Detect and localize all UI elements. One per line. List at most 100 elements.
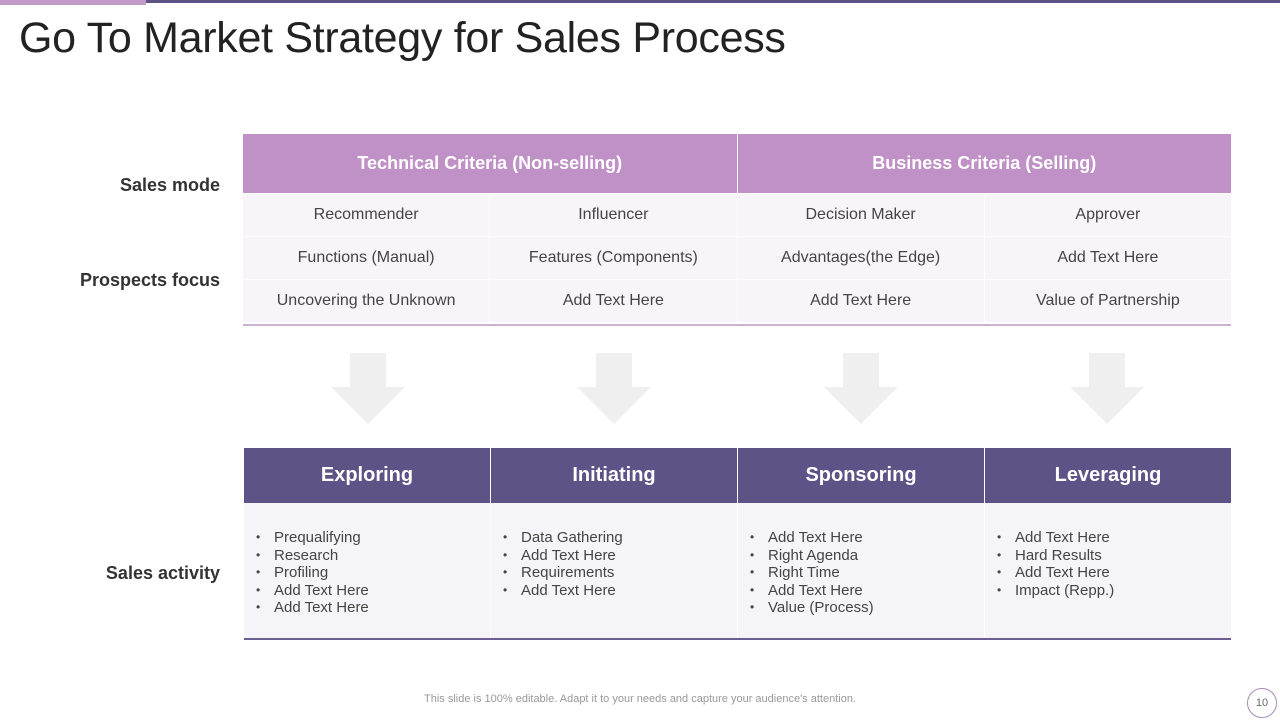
list-item: • Add Text Here bbox=[750, 582, 984, 600]
table-cell: Approver bbox=[983, 194, 1231, 236]
bullet-list: • Data Gathering • Add Text Here • Requirem… bbox=[503, 529, 737, 599]
list-item-text: Add Text Here bbox=[768, 581, 863, 599]
bullet-list: • Add Text Here • Right Agenda • Right Time… bbox=[750, 529, 984, 617]
list-item: • Add Text Here bbox=[750, 529, 984, 547]
list-item: • Add Text Here bbox=[503, 582, 737, 600]
list-item-text: Add Text Here bbox=[1015, 564, 1110, 582]
table-cell: Add Text Here bbox=[736, 280, 984, 322]
page-number: 10 bbox=[1247, 688, 1277, 718]
header-technical-criteria: Technical Criteria (Non-selling) bbox=[243, 134, 737, 193]
table-row: Uncovering the Unknown Add Text Here Add… bbox=[243, 279, 1231, 322]
stage-header-row: Exploring Initiating Sponsoring Leveragi… bbox=[244, 448, 1231, 503]
list-item-text: Prequalifying bbox=[274, 529, 361, 546]
bullet-icon: • bbox=[997, 582, 1002, 597]
table-cell: Advantages(the Edge) bbox=[736, 237, 984, 279]
down-arrow-icon bbox=[577, 353, 651, 424]
list-item: • Profiling bbox=[256, 564, 490, 582]
list-item-text: Hard Results bbox=[1015, 546, 1102, 564]
row-label-prospects-focus: Prospects focus bbox=[79, 270, 220, 290]
list-item-text: Add Text Here bbox=[521, 581, 616, 599]
sales-activity-table: Exploring Initiating Sponsoring Leveragi… bbox=[244, 448, 1231, 640]
row-label-sales-activity: Sales activity bbox=[105, 563, 220, 583]
criteria-table: Technical Criteria (Non-selling) Busines… bbox=[243, 134, 1231, 326]
list-item-text: Right Agenda bbox=[768, 546, 859, 564]
list-item: • Add Text Here bbox=[997, 529, 1231, 547]
stage-header-initiating: Initiating bbox=[490, 448, 737, 503]
list-item-text: Impact (Repp.) bbox=[1015, 581, 1115, 599]
list-item-text: Value (Process) bbox=[768, 599, 874, 617]
list-item-text: Research bbox=[274, 546, 339, 564]
list-item-text: Add Text Here bbox=[274, 581, 369, 599]
table-row: Recommender Influencer Decision Maker Ap… bbox=[243, 193, 1231, 236]
table-cell: Uncovering the Unknown bbox=[243, 280, 490, 322]
list-item: • Prequalifying bbox=[256, 529, 490, 547]
down-arrow-icon bbox=[1070, 353, 1144, 424]
list-item-text: Add Text Here bbox=[521, 546, 616, 564]
list-item-text: Add Text Here bbox=[274, 599, 369, 617]
stage-activities-sponsoring: • Add Text Here • Right Agenda • Right Time… bbox=[737, 503, 984, 638]
bullet-icon: • bbox=[503, 530, 508, 544]
top-border-line bbox=[0, 0, 1280, 3]
stage-activities-leveraging: • Add Text Here • Hard Results • Add Text H… bbox=[984, 503, 1231, 638]
bullet-icon: • bbox=[503, 547, 508, 562]
bullet-icon: • bbox=[256, 530, 261, 544]
list-item: • Add Text Here bbox=[256, 599, 490, 617]
criteria-header-row: Technical Criteria (Non-selling) Busines… bbox=[243, 134, 1231, 193]
list-item-text: Add Text Here bbox=[1015, 529, 1110, 546]
list-item: • Requirements bbox=[503, 564, 737, 582]
list-item: • Add Text Here bbox=[503, 547, 737, 565]
bullet-icon: • bbox=[256, 582, 261, 597]
down-arrow-icon bbox=[331, 353, 405, 424]
table-row: Functions (Manual) Features (Components)… bbox=[243, 236, 1231, 279]
stage-activities-exploring: • Prequalifying • Research • Profiling • Add… bbox=[244, 503, 490, 638]
table-cell: Influencer bbox=[489, 194, 737, 236]
list-item: • Research bbox=[256, 547, 490, 565]
list-item-text: Requirements bbox=[521, 564, 615, 582]
list-item-text: Add Text Here bbox=[768, 529, 863, 546]
table-cell: Functions (Manual) bbox=[243, 237, 490, 279]
bullet-icon: • bbox=[750, 565, 755, 580]
bullet-icon: • bbox=[997, 565, 1002, 580]
list-item: • Hard Results bbox=[997, 547, 1231, 565]
table-cell: Features (Components) bbox=[489, 237, 737, 279]
list-item: • Right Agenda bbox=[750, 547, 984, 565]
list-item-text: Right Time bbox=[768, 564, 840, 582]
list-item: • Add Text Here bbox=[256, 582, 490, 600]
stage-header-sponsoring: Sponsoring bbox=[737, 448, 984, 503]
table-cell: Value of Partnership bbox=[983, 280, 1231, 322]
stage-header-exploring: Exploring bbox=[244, 448, 490, 503]
list-item-text: Profiling bbox=[274, 564, 329, 582]
bullet-icon: • bbox=[750, 530, 755, 544]
bullet-icon: • bbox=[750, 582, 755, 597]
stage-activities-initiating: • Data Gathering • Add Text Here • Requirem… bbox=[490, 503, 737, 638]
stage-body-row: • Prequalifying • Research • Profiling • Add… bbox=[244, 503, 1231, 638]
top-accent-bar bbox=[0, 0, 146, 5]
header-business-criteria: Business Criteria (Selling) bbox=[736, 134, 1231, 193]
list-item: • Impact (Repp.) bbox=[997, 582, 1231, 600]
stage-header-leveraging: Leveraging bbox=[984, 448, 1231, 503]
bullet-icon: • bbox=[503, 582, 508, 597]
list-item: • Add Text Here bbox=[997, 564, 1231, 582]
table-cell: Add Text Here bbox=[489, 280, 737, 322]
list-item: • Value (Process) bbox=[750, 599, 984, 617]
bullet-icon: • bbox=[997, 547, 1002, 562]
bullet-icon: • bbox=[256, 547, 261, 562]
footer-note: This slide is 100% editable. Adapt it to… bbox=[424, 693, 856, 705]
down-arrow-icon bbox=[824, 353, 898, 424]
bullet-icon: • bbox=[997, 530, 1002, 544]
bullet-icon: • bbox=[750, 547, 755, 562]
table-cell: Recommender bbox=[243, 194, 490, 236]
table-cell: Decision Maker bbox=[736, 194, 984, 236]
row-label-sales-mode: Sales mode bbox=[119, 175, 220, 195]
bullet-list: • Prequalifying • Research • Profiling • Add… bbox=[256, 529, 490, 617]
bullet-icon: • bbox=[256, 565, 261, 580]
list-item: • Data Gathering bbox=[503, 529, 737, 547]
table-cell: Add Text Here bbox=[983, 237, 1231, 279]
list-item-text: Data Gathering bbox=[521, 529, 623, 546]
bullet-icon: • bbox=[750, 600, 755, 615]
list-item: • Right Time bbox=[750, 564, 984, 582]
bullet-icon: • bbox=[503, 565, 508, 580]
bullet-list: • Add Text Here • Hard Results • Add Text H… bbox=[997, 529, 1231, 599]
slide-title: Go To Market Strategy for Sales Process bbox=[19, 14, 786, 62]
bullet-icon: • bbox=[256, 600, 261, 615]
